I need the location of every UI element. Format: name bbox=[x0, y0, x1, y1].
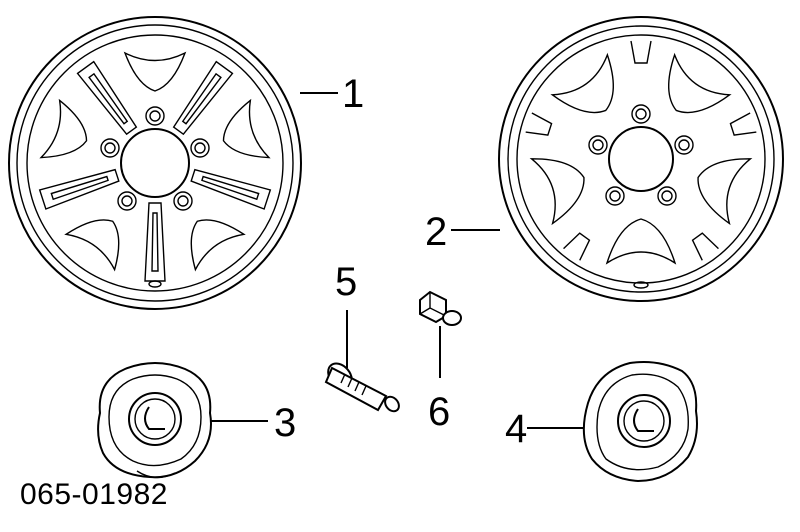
wheel-1 bbox=[8, 16, 302, 310]
lug-nut-6 bbox=[419, 290, 462, 326]
center-cap-3 bbox=[97, 362, 212, 479]
callout-5: 5 bbox=[335, 260, 358, 304]
callout-6: 6 bbox=[428, 390, 451, 434]
reference-code: 065-01982 bbox=[20, 478, 168, 511]
leader-lines bbox=[210, 92, 583, 429]
wheel-2 bbox=[498, 16, 784, 302]
callout-3: 3 bbox=[274, 401, 297, 445]
valve-stem-5 bbox=[324, 362, 400, 413]
center-cap-4 bbox=[582, 361, 698, 483]
callout-2: 2 bbox=[425, 210, 448, 254]
callout-1: 1 bbox=[342, 72, 365, 116]
callout-4: 4 bbox=[505, 407, 528, 451]
